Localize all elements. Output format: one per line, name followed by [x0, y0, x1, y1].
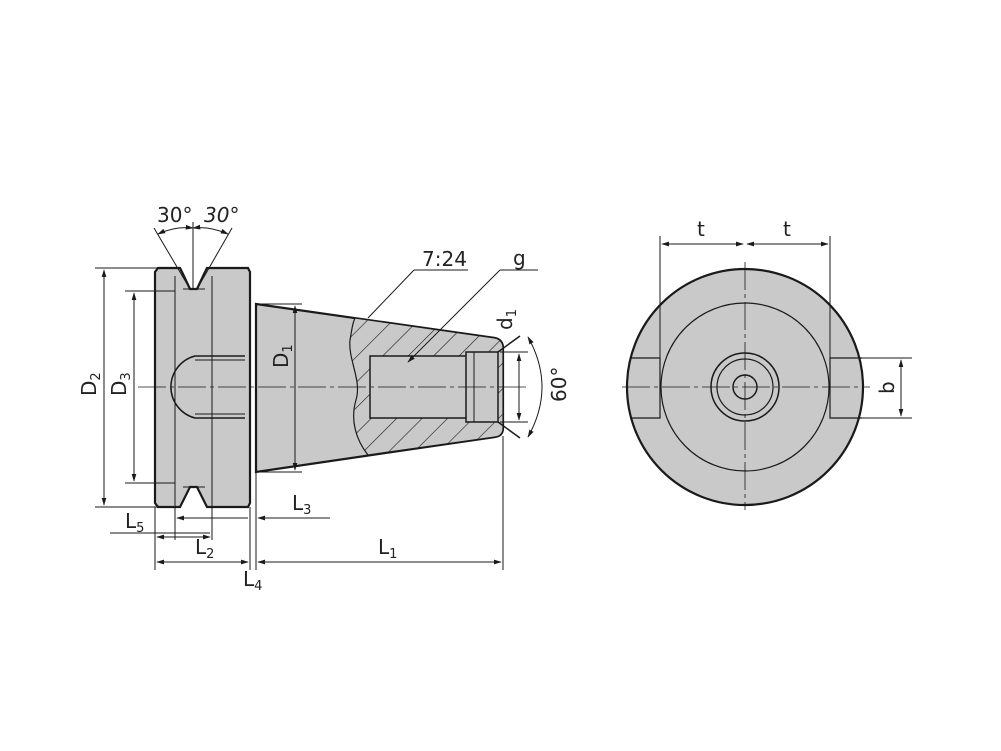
D3-label: D3: [107, 372, 134, 396]
key-slot-right: [829, 357, 862, 419]
leader-lines: 7:24 g: [367, 246, 538, 363]
L2-label: L2: [195, 535, 214, 562]
L3-label: L3: [292, 491, 311, 518]
b-label: b: [875, 381, 899, 394]
angle-left-label: 30°: [157, 203, 192, 227]
angle-right-label: 30°: [204, 203, 239, 227]
angle-60-label: 60°: [547, 367, 571, 402]
end-view: [622, 262, 870, 510]
L1-label: L1: [378, 535, 397, 562]
t-left-label: t: [697, 217, 705, 241]
L5-label: L5: [125, 509, 144, 536]
side-view: [138, 266, 530, 509]
d1-label: d1: [493, 309, 520, 330]
D1-label: D1: [269, 344, 296, 368]
key-slot-left: [630, 357, 661, 419]
L4-label: L4: [243, 567, 262, 594]
bore-dimensions: d1 60°: [493, 309, 571, 438]
t-right-label: t: [783, 217, 791, 241]
g-label: g: [513, 246, 526, 270]
D2-label: D2: [77, 372, 104, 396]
diameter-dimensions: D2 D3 D1: [77, 267, 302, 508]
angle-dimension-30: 30° 30°: [153, 203, 239, 290]
flange-body: [153, 266, 252, 509]
length-dimensions: L5 L2 L3 L4 L1: [110, 436, 504, 594]
chamfer-lines: [497, 335, 521, 439]
taper-label: 7:24: [422, 247, 467, 271]
end-view-dimensions: t t b: [659, 217, 912, 419]
